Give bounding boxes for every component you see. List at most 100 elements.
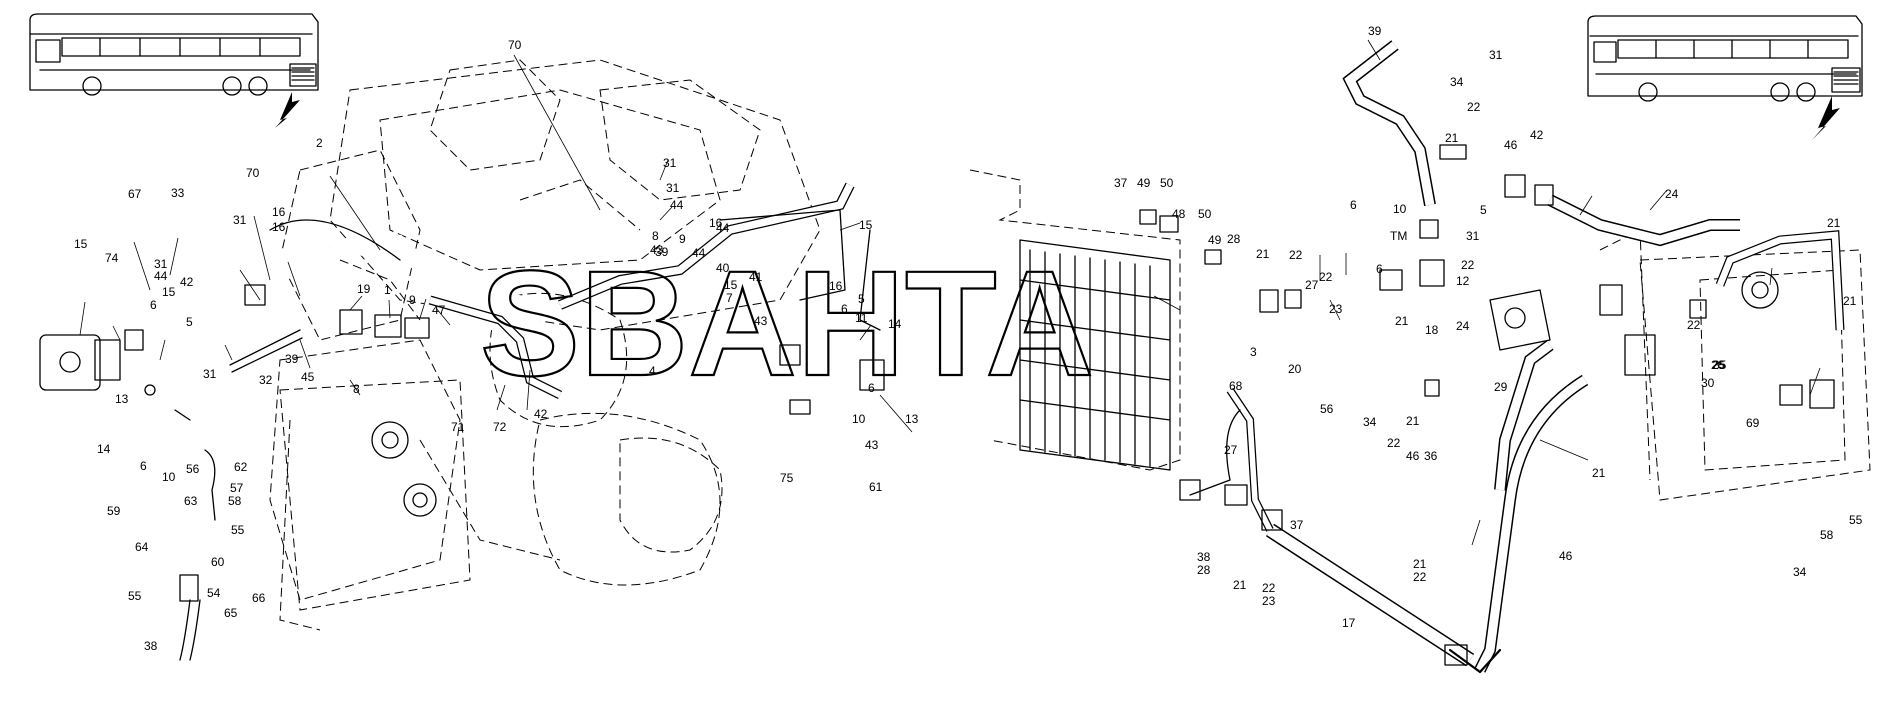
- callout: 58: [228, 494, 242, 508]
- callout: 23: [1329, 302, 1343, 316]
- callout: 9: [409, 293, 416, 307]
- callout: 8: [652, 229, 659, 243]
- leader-lines: [79, 39, 1821, 546]
- callout: 38: [1197, 550, 1211, 564]
- callout: 18: [1425, 323, 1439, 337]
- callout: 23: [1262, 594, 1276, 608]
- callout: 46: [1559, 549, 1573, 563]
- callout: 50: [1198, 207, 1212, 221]
- callout: 46: [1406, 449, 1420, 463]
- callout: 50: [1160, 176, 1174, 190]
- callout: 64: [135, 540, 149, 554]
- callout: 42: [534, 407, 548, 421]
- callout: 21: [1827, 216, 1841, 230]
- watermark: SBAHTA: [480, 239, 1094, 407]
- callout: 33: [171, 186, 185, 200]
- callout: 58: [1820, 528, 1834, 542]
- callout: 22: [1413, 570, 1427, 584]
- watermark-trademark: TM: [1390, 229, 1407, 243]
- callout: 25: [1712, 358, 1726, 372]
- callout: 70: [246, 166, 260, 180]
- callout: 21: [1406, 414, 1420, 428]
- callout: 45: [301, 370, 315, 384]
- right-fittings: [1139, 144, 1835, 666]
- callout: 21: [1233, 578, 1247, 592]
- callout: 40: [716, 261, 730, 275]
- callout: 56: [186, 462, 200, 476]
- callout: 22: [1687, 318, 1701, 332]
- callout: 5: [186, 315, 193, 329]
- callout: 15: [724, 278, 738, 292]
- callout: 31: [1489, 48, 1503, 62]
- callout: 16: [829, 279, 843, 293]
- callout: 60: [211, 555, 225, 569]
- callout: 69: [1746, 416, 1760, 430]
- callout: 6: [868, 381, 875, 395]
- callout: 8: [353, 382, 360, 396]
- callout: 22: [1461, 258, 1475, 272]
- callout: 39: [1368, 24, 1382, 38]
- callout: 15: [74, 237, 88, 251]
- callout: 68: [1229, 379, 1243, 393]
- callout: 44: [670, 198, 684, 212]
- callout: 10: [162, 470, 176, 484]
- callout: 55: [1849, 513, 1863, 527]
- callout: 46: [1504, 138, 1518, 152]
- callout: 24: [1456, 319, 1470, 333]
- callout: 31: [154, 257, 168, 271]
- callout: 6: [140, 459, 147, 473]
- callout: 19: [357, 282, 371, 296]
- callout: 15: [162, 285, 176, 299]
- callout: 71: [451, 420, 465, 434]
- callout: 39: [285, 352, 299, 366]
- callout: 4: [649, 364, 656, 378]
- callout: 7: [726, 291, 733, 305]
- callout: 16: [272, 205, 286, 219]
- callout: 34: [1450, 75, 1464, 89]
- callout: 11: [855, 311, 868, 325]
- callout: 75: [780, 471, 794, 485]
- callout: 54: [207, 586, 221, 600]
- callout: 42: [1530, 128, 1544, 142]
- callout: 27: [1305, 278, 1319, 292]
- callout: 42: [180, 275, 194, 289]
- callout: 43: [865, 438, 879, 452]
- callout: 63: [184, 494, 198, 508]
- callout: 38: [144, 639, 158, 653]
- left-pipes: [153, 182, 881, 400]
- callout: 57: [230, 481, 244, 495]
- callout: 34: [1363, 415, 1377, 429]
- callout: 10: [1393, 202, 1407, 216]
- callout: 2: [316, 136, 323, 150]
- callout: 43: [650, 243, 664, 257]
- callout: 55: [231, 523, 245, 537]
- callout: 10: [852, 412, 866, 426]
- callout: 66: [252, 591, 266, 605]
- right-structure: [1489, 229, 1871, 501]
- callout: 6: [841, 302, 848, 316]
- callout: 31: [663, 156, 677, 170]
- callout: 22: [1289, 248, 1303, 262]
- callout: 74: [105, 251, 119, 265]
- callout: 30: [1701, 376, 1715, 390]
- callout: 12: [1456, 274, 1470, 288]
- callout: 29: [1494, 380, 1508, 394]
- callout: 27: [1224, 443, 1238, 457]
- callout: 6: [1376, 262, 1383, 276]
- callout: 22: [1467, 100, 1481, 114]
- callout: 41: [749, 270, 763, 284]
- callout: 44: [716, 221, 730, 235]
- callout: 15: [859, 218, 873, 232]
- callout: 21: [1413, 557, 1427, 571]
- callout: 37: [1290, 518, 1304, 532]
- callout: 62: [234, 460, 248, 474]
- callout: 21: [1256, 247, 1270, 261]
- callout: 28: [1197, 563, 1211, 577]
- callout: 61: [869, 480, 883, 494]
- callout: 36: [1424, 449, 1438, 463]
- bus-locator-left: [29, 13, 319, 128]
- callout: 21: [1592, 466, 1606, 480]
- bus-locator-right: [1587, 15, 1863, 140]
